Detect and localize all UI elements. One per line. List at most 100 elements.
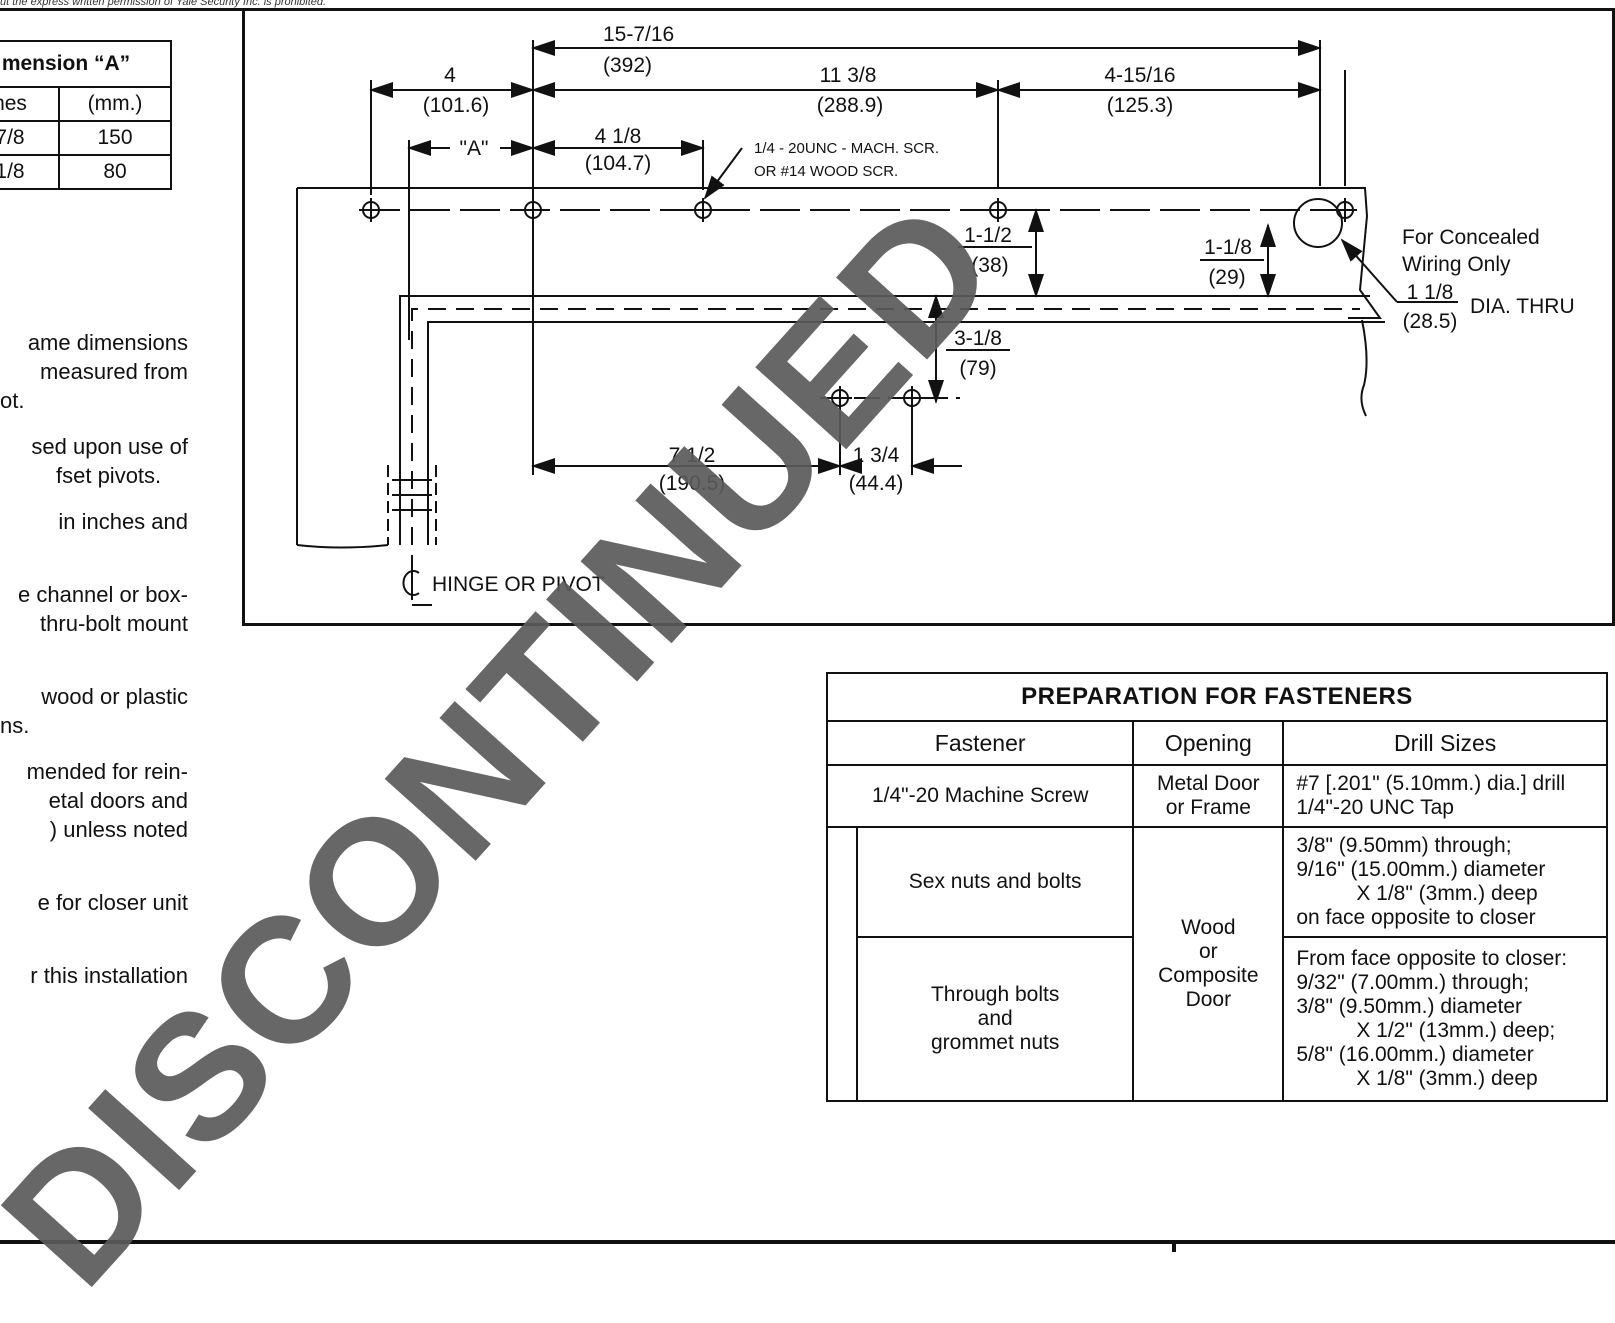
installation-notes: ame dimensions measured from ot. sed upo…: [0, 328, 188, 1007]
note-line: ot.: [0, 388, 25, 413]
dim-4: 4: [444, 64, 456, 87]
note-line: wood or plastic: [41, 684, 188, 709]
fastener-line: grommet nuts: [930, 1031, 1060, 1054]
hole-icon: [828, 386, 852, 410]
header-drill-sizes: Drill Sizes: [1282, 720, 1608, 766]
note-5: wood or plastic ns.: [0, 682, 188, 740]
note-line: measured from: [40, 359, 188, 384]
template-drawing-frame: [242, 8, 1615, 626]
dim-29: (29): [1208, 266, 1245, 289]
drill-line: on face opposite to closer: [1296, 906, 1536, 929]
hole-icon: [359, 198, 383, 222]
note-8: r this installation: [0, 961, 188, 990]
dim-3-1-8: 3-1/8: [954, 327, 1002, 350]
dim-288-9: (288.9): [817, 94, 884, 117]
opening-cell: Wood or Composite Door: [1132, 826, 1285, 1102]
dimension-a-table: mension “A” hes (mm.) 7/8 150 1/8 80: [0, 40, 172, 190]
mm-cell: 150: [58, 120, 172, 156]
fastener-cell: Sex nuts and bolts: [855, 826, 1135, 938]
dim-1-3-4: 1 3/4: [853, 444, 900, 467]
note-1: ame dimensions measured from ot.: [0, 328, 188, 415]
opening-line: Metal Door: [1156, 772, 1260, 795]
drill-cell: 3/8" (9.50mm) through; 9/16" (15.00mm.) …: [1282, 826, 1608, 938]
fastener-cell: 1/4"-20 Machine Screw: [825, 764, 1135, 828]
dim-101-6: (101.6): [423, 94, 490, 117]
drill-line: 9/16" (15.00mm.) diameter: [1296, 858, 1546, 881]
mounting-holes: [359, 198, 1357, 410]
dim-44-4: (44.4): [849, 472, 904, 495]
hole-icon: [1333, 198, 1357, 222]
dim-a-label: "A": [460, 137, 489, 160]
dim-15-7-16: 15-7/16: [603, 23, 674, 46]
note-6: mended for rein- etal doors and ) unless…: [0, 757, 188, 844]
bottom-rule: [0, 1240, 1615, 1244]
indent-cell: [826, 826, 858, 1102]
drill-line: 9/32" (7.00mm.) through;: [1296, 971, 1530, 994]
dim-392: (392): [603, 54, 652, 77]
drill-line: 5/8" (16.00mm.) diameter: [1296, 1043, 1534, 1066]
note-3: in inches and: [0, 507, 188, 536]
opening-line: or: [1198, 940, 1218, 963]
hole-icon: [986, 198, 1010, 222]
dimension-a-title: mension “A”: [0, 40, 172, 88]
drill-line: 1/4"-20 UNC Tap: [1296, 796, 1454, 819]
inches-cell: 1/8: [0, 154, 60, 190]
fasteners-table-title: PREPARATION FOR FASTENERS: [826, 672, 1608, 722]
note-4: e channel or box- thru-bolt mount: [0, 580, 188, 638]
hole-icon: [691, 198, 715, 222]
note-line: sed upon use of: [31, 434, 188, 459]
note-line: mended for rein-: [26, 759, 188, 784]
copyright-notice: ut the express written permission of Yal…: [0, 0, 327, 8]
top-rule: [0, 8, 1615, 11]
dia-1-1-8: 1 1/8: [1407, 281, 1454, 304]
drill-line: #7 [.201" (5.10mm.) dia.] drill: [1296, 772, 1566, 795]
note-line: etal doors and: [48, 788, 188, 813]
drill-line: X 1/8" (3mm.) deep: [1356, 1067, 1538, 1090]
note-line: in inches and: [58, 509, 188, 534]
dim-11-3-8: 11 3/8: [820, 64, 877, 87]
col-inches-header: hes: [0, 86, 60, 122]
dim-79: (79): [959, 357, 996, 380]
drill-line: X 1/2" (13mm.) deep;: [1356, 1019, 1556, 1042]
dia-thru: DIA. THRU: [1470, 295, 1575, 318]
fastener-cell: Through bolts and grommet nuts: [855, 936, 1135, 1102]
note-line: e for closer unit: [37, 890, 188, 915]
opening-line: Door: [1185, 988, 1232, 1011]
dim-1-1-2: 1-1/2: [964, 224, 1012, 247]
note-line: ns.: [0, 713, 30, 738]
concealed-wiring-1: For Concealed: [1402, 226, 1540, 249]
dim-104-7: (104.7): [585, 152, 652, 175]
col-mm-header: (mm.): [58, 86, 172, 122]
drill-cell: From face opposite to closer: 9/32" (7.0…: [1282, 936, 1608, 1102]
note-7: e for closer unit: [0, 888, 188, 917]
dim-38: (38): [971, 254, 1008, 277]
opening-line: or Frame: [1165, 796, 1251, 819]
mm-cell: 80: [58, 154, 172, 190]
note-line: e channel or box-: [18, 582, 188, 607]
screw-note-1: 1/4 - 20UNC - MACH. SCR.: [754, 140, 939, 157]
drill-cell: #7 [.201" (5.10mm.) dia.] drill 1/4"-20 …: [1282, 764, 1608, 828]
note-line: r this installation: [30, 963, 188, 988]
table-row: 1/8 80: [0, 154, 172, 190]
hole-icon: [900, 386, 924, 410]
note-line: ) unless noted: [49, 817, 188, 842]
concealed-wiring-2: Wiring Only: [1402, 253, 1511, 276]
header-fastener: Fastener: [825, 720, 1135, 766]
note-2: sed upon use of fset pivots.: [0, 432, 188, 490]
inches-cell: 7/8: [0, 120, 60, 156]
note-line: ame dimensions: [27, 330, 188, 355]
opening-cell: Metal Door or Frame: [1132, 764, 1285, 828]
fastener-line: Through bolts: [930, 983, 1060, 1006]
preparation-for-fasteners-table: PREPARATION FOR FASTENERS Fastener Openi…: [825, 672, 1608, 1102]
dim-125-3: (125.3): [1107, 94, 1174, 117]
drill-line: 3/8" (9.50mm.) diameter: [1296, 995, 1523, 1018]
opening-line: Composite: [1158, 964, 1259, 987]
dim-4-15-16: 4-15/16: [1104, 64, 1175, 87]
table-row: 7/8 150: [0, 120, 172, 156]
dim-7-1-2: 7 1/2: [669, 444, 716, 467]
screw-note-2: OR #14 WOOD SCR.: [754, 163, 898, 180]
dim-190-5: (190.5): [659, 472, 726, 495]
fastener-line: and: [977, 1007, 1013, 1030]
table-row: Through bolts and grommet nuts From face…: [827, 936, 1608, 1102]
dim-4-1-8: 4 1/8: [595, 125, 642, 148]
